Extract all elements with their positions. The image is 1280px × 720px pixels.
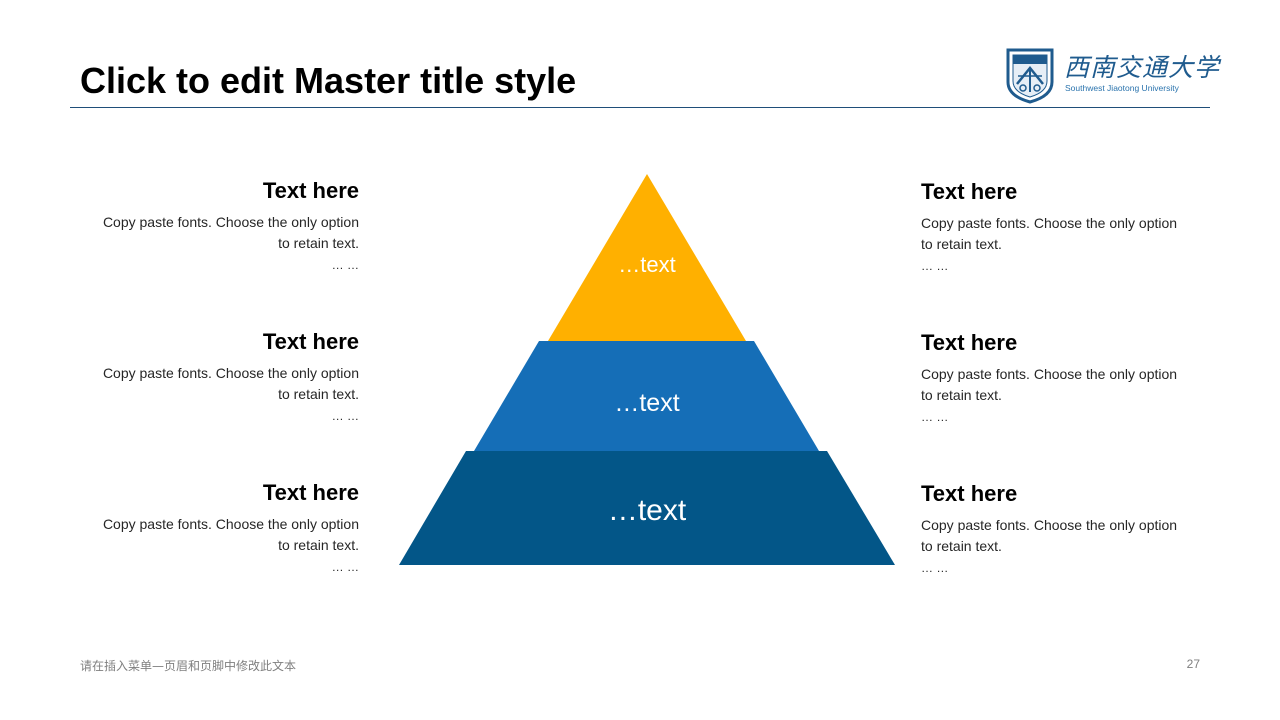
pyramid-tier-bottom-label: …text bbox=[608, 494, 687, 527]
right-ellipsis-3: … … bbox=[921, 561, 949, 575]
right-text-block-3: Text here Copy paste fonts. Choose the o… bbox=[921, 481, 1211, 579]
left-heading-3[interactable]: Text here bbox=[262, 480, 359, 505]
left-body-2-line2[interactable]: to retain text. bbox=[278, 386, 359, 402]
left-ellipsis-3: … … bbox=[331, 560, 359, 574]
left-heading-2[interactable]: Text here bbox=[262, 329, 359, 354]
left-text-block-3: Text here Copy paste fonts. Choose the o… bbox=[69, 480, 359, 578]
right-body-3-line2[interactable]: to retain text. bbox=[921, 538, 1002, 554]
right-ellipsis-2: … … bbox=[921, 410, 949, 424]
left-body-1-line2[interactable]: to retain text. bbox=[278, 235, 359, 251]
right-body-1-line2[interactable]: to retain text. bbox=[921, 236, 1002, 252]
university-logo: 西南交通大学 Southwest Jiaotong University bbox=[1004, 46, 1219, 104]
left-text-block-2: Text here Copy paste fonts. Choose the o… bbox=[69, 329, 359, 427]
left-body-3-line1[interactable]: Copy paste fonts. Choose the only option bbox=[102, 516, 359, 532]
pyramid-tier-bottom[interactable] bbox=[399, 451, 895, 565]
left-body-2-line1[interactable]: Copy paste fonts. Choose the only option bbox=[102, 365, 359, 381]
pyramid-tier-middle-label: …text bbox=[614, 389, 679, 417]
left-ellipsis-1: … … bbox=[331, 258, 359, 272]
right-heading-1[interactable]: Text here bbox=[921, 179, 1018, 204]
right-heading-2[interactable]: Text here bbox=[921, 330, 1018, 355]
left-text-block-1: Text here Copy paste fonts. Choose the o… bbox=[69, 178, 359, 276]
pyramid-tier-top[interactable] bbox=[548, 174, 746, 341]
right-body-2-line2[interactable]: to retain text. bbox=[921, 387, 1002, 403]
university-name-english: Southwest Jiaotong University bbox=[1065, 83, 1179, 93]
university-name-chinese: 西南交通大学 bbox=[1064, 53, 1221, 82]
right-text-block-2: Text here Copy paste fonts. Choose the o… bbox=[921, 330, 1211, 428]
left-body-3-line2[interactable]: to retain text. bbox=[278, 537, 359, 553]
left-ellipsis-2: … … bbox=[331, 409, 359, 423]
left-heading-1[interactable]: Text here bbox=[262, 178, 359, 203]
right-ellipsis-1: … … bbox=[921, 259, 949, 273]
title-underline bbox=[70, 107, 1210, 108]
page-number: 27 bbox=[1186, 657, 1200, 671]
right-body-3-line1[interactable]: Copy paste fonts. Choose the only option bbox=[921, 517, 1178, 533]
right-heading-3[interactable]: Text here bbox=[921, 481, 1018, 506]
right-text-block-1: Text here Copy paste fonts. Choose the o… bbox=[921, 179, 1211, 277]
footer-text[interactable]: 请在插入菜单—页眉和页脚中修改此文本 bbox=[80, 659, 297, 673]
pyramid-tier-middle[interactable] bbox=[474, 341, 819, 451]
slide-title[interactable]: Click to edit Master title style bbox=[80, 60, 577, 101]
left-body-1-line1[interactable]: Copy paste fonts. Choose the only option bbox=[102, 214, 359, 230]
right-body-1-line1[interactable]: Copy paste fonts. Choose the only option bbox=[921, 215, 1178, 231]
pyramid-tier-top-label: …text bbox=[618, 252, 675, 277]
right-body-2-line1[interactable]: Copy paste fonts. Choose the only option bbox=[921, 366, 1178, 382]
university-emblem-icon bbox=[1006, 48, 1054, 104]
